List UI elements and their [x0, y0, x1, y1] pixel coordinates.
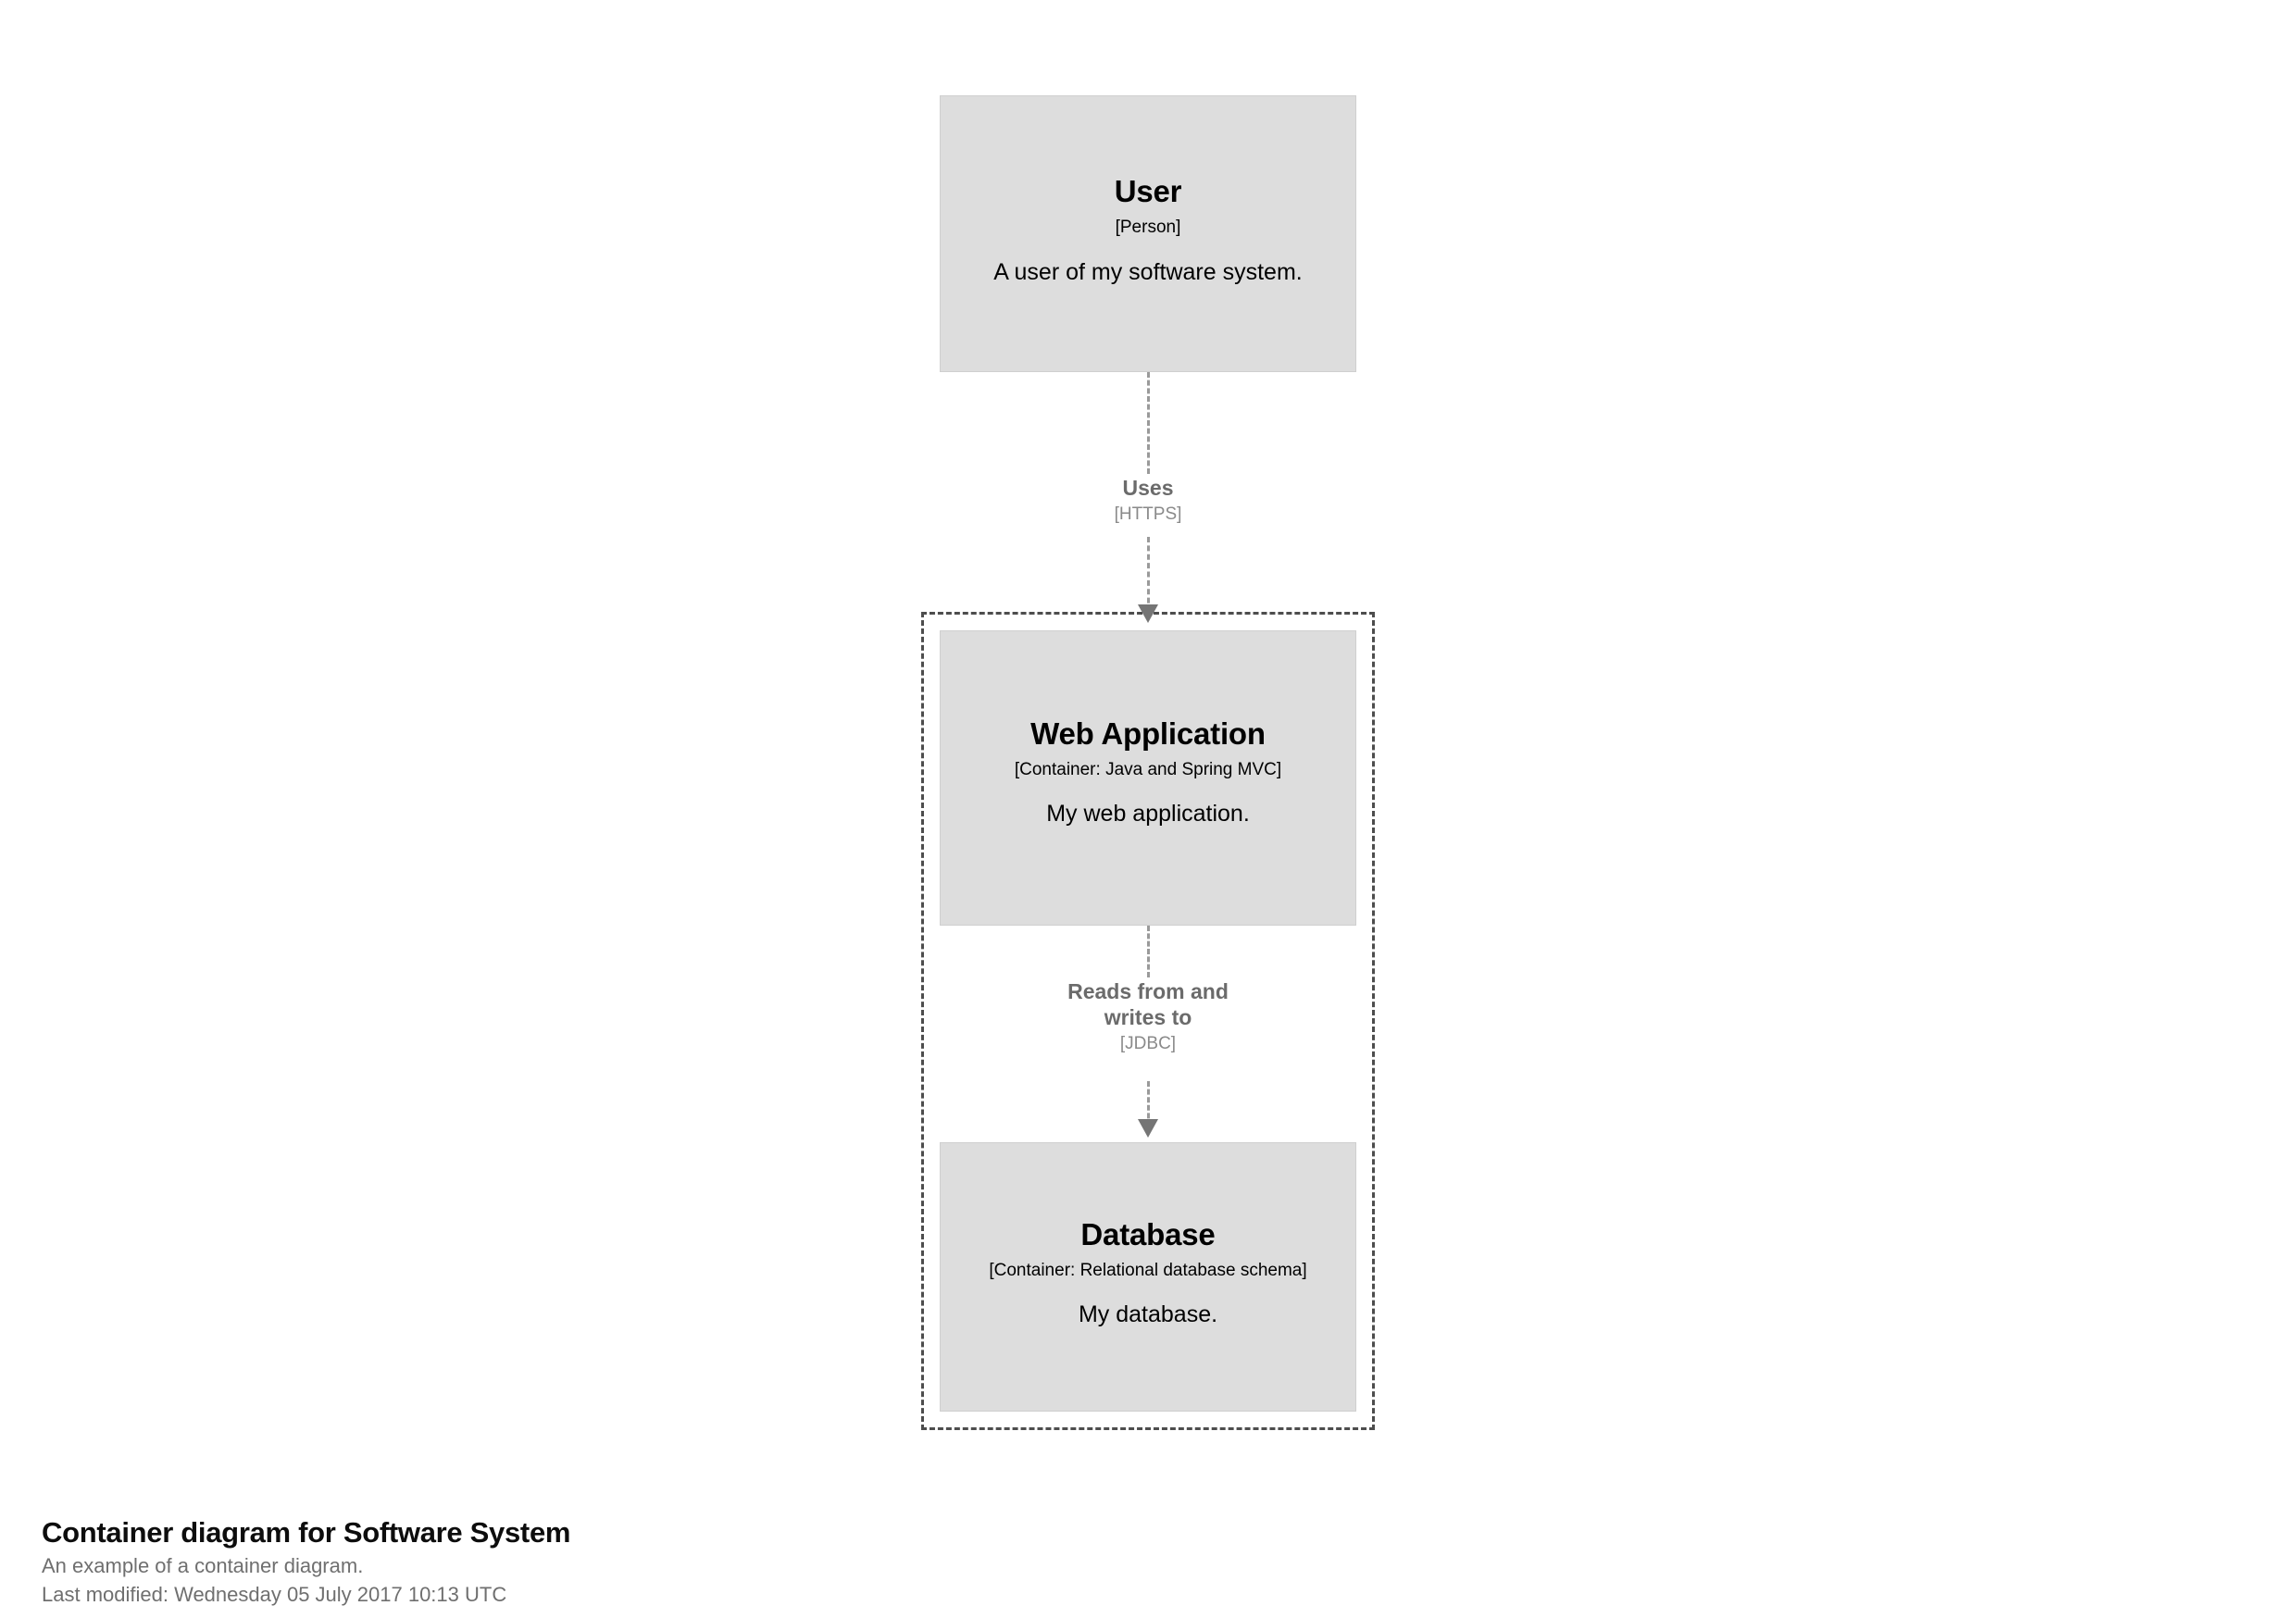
relationship-reads-writes-line-lower — [1147, 1081, 1150, 1126]
relationship-uses-line-upper — [1147, 372, 1150, 474]
relationship-uses-label: Uses [HTTPS] — [1009, 475, 1287, 526]
relationship-reads-writes-label: Reads from and writes to [JDBC] — [1009, 978, 1287, 1055]
diagram-last-modified: Last modified: Wednesday 05 July 2017 10… — [42, 1582, 507, 1606]
relationship-uses-arrowhead-icon — [1138, 604, 1158, 623]
element-database[interactable]: Database [Container: Relational database… — [940, 1142, 1356, 1412]
element-web-application-name: Web Application — [1030, 716, 1266, 751]
relationship-reads-writes-description-line1: Reads from and — [1067, 979, 1229, 1003]
diagram-title: Container diagram for Software System — [42, 1516, 571, 1549]
element-user-name: User — [1114, 174, 1182, 208]
element-web-application-description: My web application. — [1046, 800, 1250, 827]
element-database-name: Database — [1080, 1217, 1216, 1251]
element-user-technology: [Person] — [1115, 217, 1181, 237]
relationship-reads-writes-arrowhead-icon — [1138, 1119, 1158, 1138]
relationship-uses-description: Uses — [1122, 476, 1174, 500]
diagram-caption: Container diagram for Software System An… — [42, 1514, 1338, 1609]
relationship-uses-line-lower — [1147, 537, 1150, 612]
element-web-application[interactable]: Web Application [Container: Java and Spr… — [940, 630, 1356, 926]
diagram-description: An example of a container diagram. — [42, 1553, 364, 1577]
element-database-technology: [Container: Relational database schema] — [989, 1260, 1307, 1280]
relationship-uses-technology: [HTTPS] — [1114, 504, 1182, 525]
relationship-reads-writes-line-upper — [1147, 926, 1150, 977]
element-database-description: My database. — [1078, 1301, 1218, 1327]
element-user-description: A user of my software system. — [993, 258, 1303, 285]
element-web-application-technology: [Container: Java and Spring MVC] — [1014, 759, 1282, 779]
relationship-reads-writes-description-line2: writes to — [1104, 1005, 1192, 1030]
relationship-reads-writes-technology: [JDBC] — [1119, 1034, 1177, 1054]
element-user[interactable]: User [Person] A user of my software syst… — [940, 95, 1356, 372]
